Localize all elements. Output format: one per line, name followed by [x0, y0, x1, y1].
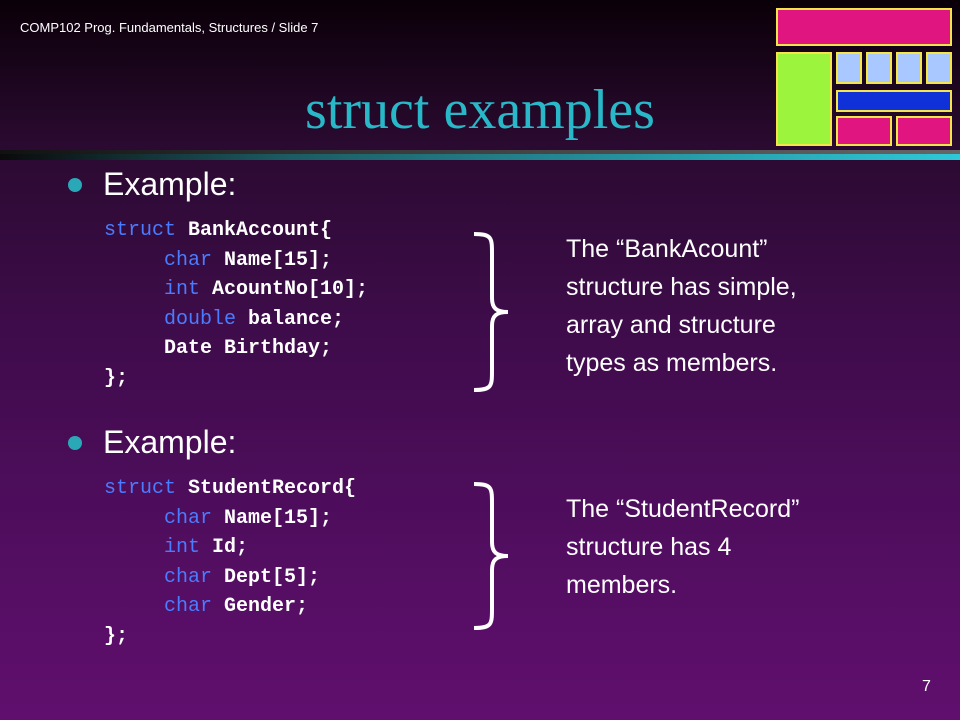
code-keyword: double — [164, 307, 237, 331]
logo-graphic — [772, 4, 956, 150]
logo-block-small-1 — [836, 52, 862, 84]
code-line: struct StudentRecord{ — [104, 474, 356, 504]
example-1-brace — [473, 232, 509, 392]
code-line: int AcountNo[10]; — [104, 275, 368, 305]
logo-block-green — [776, 52, 832, 146]
code-text: AcountNo[10]; — [200, 278, 369, 301]
example-2-label: Example: — [103, 424, 237, 460]
code-keyword: struct — [104, 219, 177, 242]
description-line: array and structure — [566, 311, 776, 339]
page-number: 7 — [922, 678, 931, 695]
code-line: }; — [104, 622, 356, 652]
slide-title: struct examples — [305, 79, 655, 141]
code-text: }; — [104, 624, 129, 648]
code-line: int Id; — [104, 533, 356, 563]
code-text: Dept[5]; — [212, 565, 321, 589]
logo-block-bottom-2 — [896, 116, 952, 146]
code-keyword: char — [164, 506, 213, 530]
description-line: types as members. — [566, 349, 778, 377]
code-text: Date Birthday; — [164, 337, 333, 360]
description-line: structure has simple, — [566, 273, 797, 301]
slide-header: COMP102 Prog. Fundamentals, Structures /… — [20, 20, 319, 35]
code-text: balance; — [236, 307, 345, 331]
logo-block-small-2 — [866, 52, 892, 84]
logo-block-small-4 — [926, 52, 952, 84]
logo-block-bottom-1 — [836, 116, 892, 146]
code-line: double balance; — [104, 305, 368, 335]
logo-block-small-3 — [896, 52, 922, 84]
code-text: Id; — [200, 536, 249, 559]
code-line: char Gender; — [104, 592, 356, 622]
code-text: Name[15]; — [212, 506, 333, 530]
code-keyword: int — [164, 278, 201, 301]
example-2-code: struct StudentRecord{char Name[15];int I… — [104, 474, 356, 651]
example-1-label: Example: — [103, 166, 237, 202]
code-text: BankAccount{ — [176, 219, 333, 242]
example-2-bullet: Example: — [68, 424, 236, 461]
code-line: Date Birthday; — [104, 334, 368, 364]
code-line: struct BankAccount{ — [104, 216, 368, 246]
code-keyword: struct — [104, 477, 177, 500]
title-divider-dark — [0, 150, 960, 154]
description-line: The “BankAcount” — [566, 235, 768, 263]
example-1-code: struct BankAccount{char Name[15];int Aco… — [104, 216, 368, 393]
logo-block-blue-bar — [836, 90, 952, 112]
description-line: members. — [566, 571, 678, 599]
example-2-brace — [473, 482, 509, 630]
code-keyword: char — [164, 595, 213, 618]
code-keyword: int — [164, 536, 201, 559]
example-2-description: The “StudentRecord” structure has 4 member… — [566, 490, 926, 604]
title-divider-cyan — [0, 154, 960, 160]
bullet-dot — [68, 435, 82, 450]
description-line: structure has 4 — [566, 533, 732, 561]
logo-block-top — [776, 8, 952, 46]
example-1-description: The “BankAcount” structure has simple, arr… — [566, 230, 926, 382]
code-line: char Name[15]; — [104, 504, 356, 534]
code-text: StudentRecord{ — [176, 477, 357, 500]
code-line: char Name[15]; — [104, 246, 368, 276]
example-1-bullet: Example: — [68, 166, 236, 203]
code-keyword: char — [164, 248, 213, 272]
bullet-dot — [68, 177, 82, 192]
code-text: Name[15]; — [212, 248, 333, 272]
code-line: char Dept[5]; — [104, 563, 356, 593]
code-line: }; — [104, 364, 368, 394]
code-text: }; — [104, 366, 129, 390]
description-line: The “StudentRecord” — [566, 495, 800, 523]
code-keyword: char — [164, 565, 213, 589]
code-text: Gender; — [212, 595, 309, 618]
